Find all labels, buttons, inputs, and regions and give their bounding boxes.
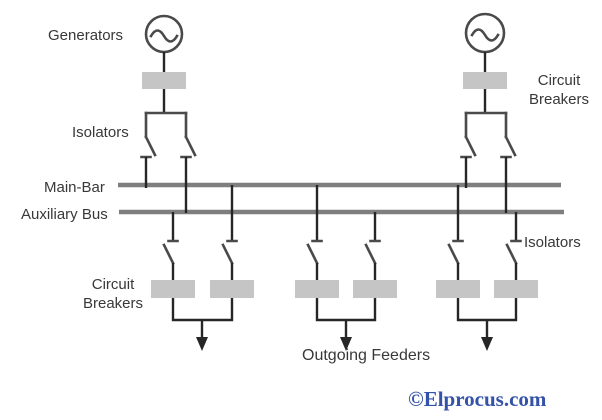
label-circuit-breakers-top: Circuit Breakers (519, 71, 599, 109)
isolator-blade (180, 111, 197, 159)
circuit-breaker-symbol (463, 72, 507, 89)
generator-bay-left (140, 14, 197, 213)
feeder-group-middle (295, 185, 397, 351)
isolator-blade (364, 239, 381, 265)
label-line: Circuit (537, 72, 581, 89)
isolator-blade (221, 239, 238, 265)
feeder-join-wire (315, 298, 377, 338)
feeder-join-wire (171, 298, 234, 338)
isolator-blade (162, 239, 179, 265)
isolator-pair-symbol (460, 111, 517, 213)
circuit-breaker-symbol (151, 280, 195, 298)
circuit-breaker-symbol (436, 280, 480, 298)
label-line: Breakers (82, 295, 144, 312)
label-auxiliary-bus: Auxiliary Bus (21, 206, 108, 223)
feeder-arrow-icon (481, 337, 493, 351)
label-isolators-top: Isolators (72, 124, 129, 141)
label-line: Circuit (91, 276, 135, 293)
label-generators: Generators (48, 27, 124, 44)
label-outgoing-feeders: Outgoing Feeders (302, 347, 431, 364)
label-circuit-breakers-bottom: Circuit Breakers (73, 275, 153, 313)
isolator-blade (447, 239, 464, 265)
isolator-blade (140, 111, 157, 159)
generator-bay-right (460, 12, 517, 213)
circuit-breaker-symbol (295, 280, 339, 298)
circuit-breaker-symbol (494, 280, 538, 298)
label-main-bar: Main-Bar (44, 179, 105, 196)
watermark-elprocus: ©Elprocus.com (408, 387, 547, 411)
isolator-blade (306, 239, 323, 265)
feeder-group-right (436, 185, 538, 351)
isolator-blade (500, 111, 517, 159)
feeder-arrow-icon (340, 337, 352, 351)
circuit-breaker-symbol (210, 280, 254, 298)
label-line: Breakers (528, 91, 590, 108)
isolator-blade (505, 239, 522, 265)
feeder-group-left (151, 185, 254, 351)
circuit-breaker-symbol (353, 280, 397, 298)
sine-wave-icon (470, 28, 500, 42)
label-isolators-bottom: Isolators (524, 234, 581, 251)
circuit-breaker-symbol (142, 72, 186, 89)
feeder-arrow-icon (196, 337, 208, 351)
feeder-join-wire (456, 298, 518, 338)
isolator-pair-symbol (140, 111, 197, 213)
isolator-blade (460, 111, 477, 159)
sine-wave-icon (149, 29, 179, 43)
